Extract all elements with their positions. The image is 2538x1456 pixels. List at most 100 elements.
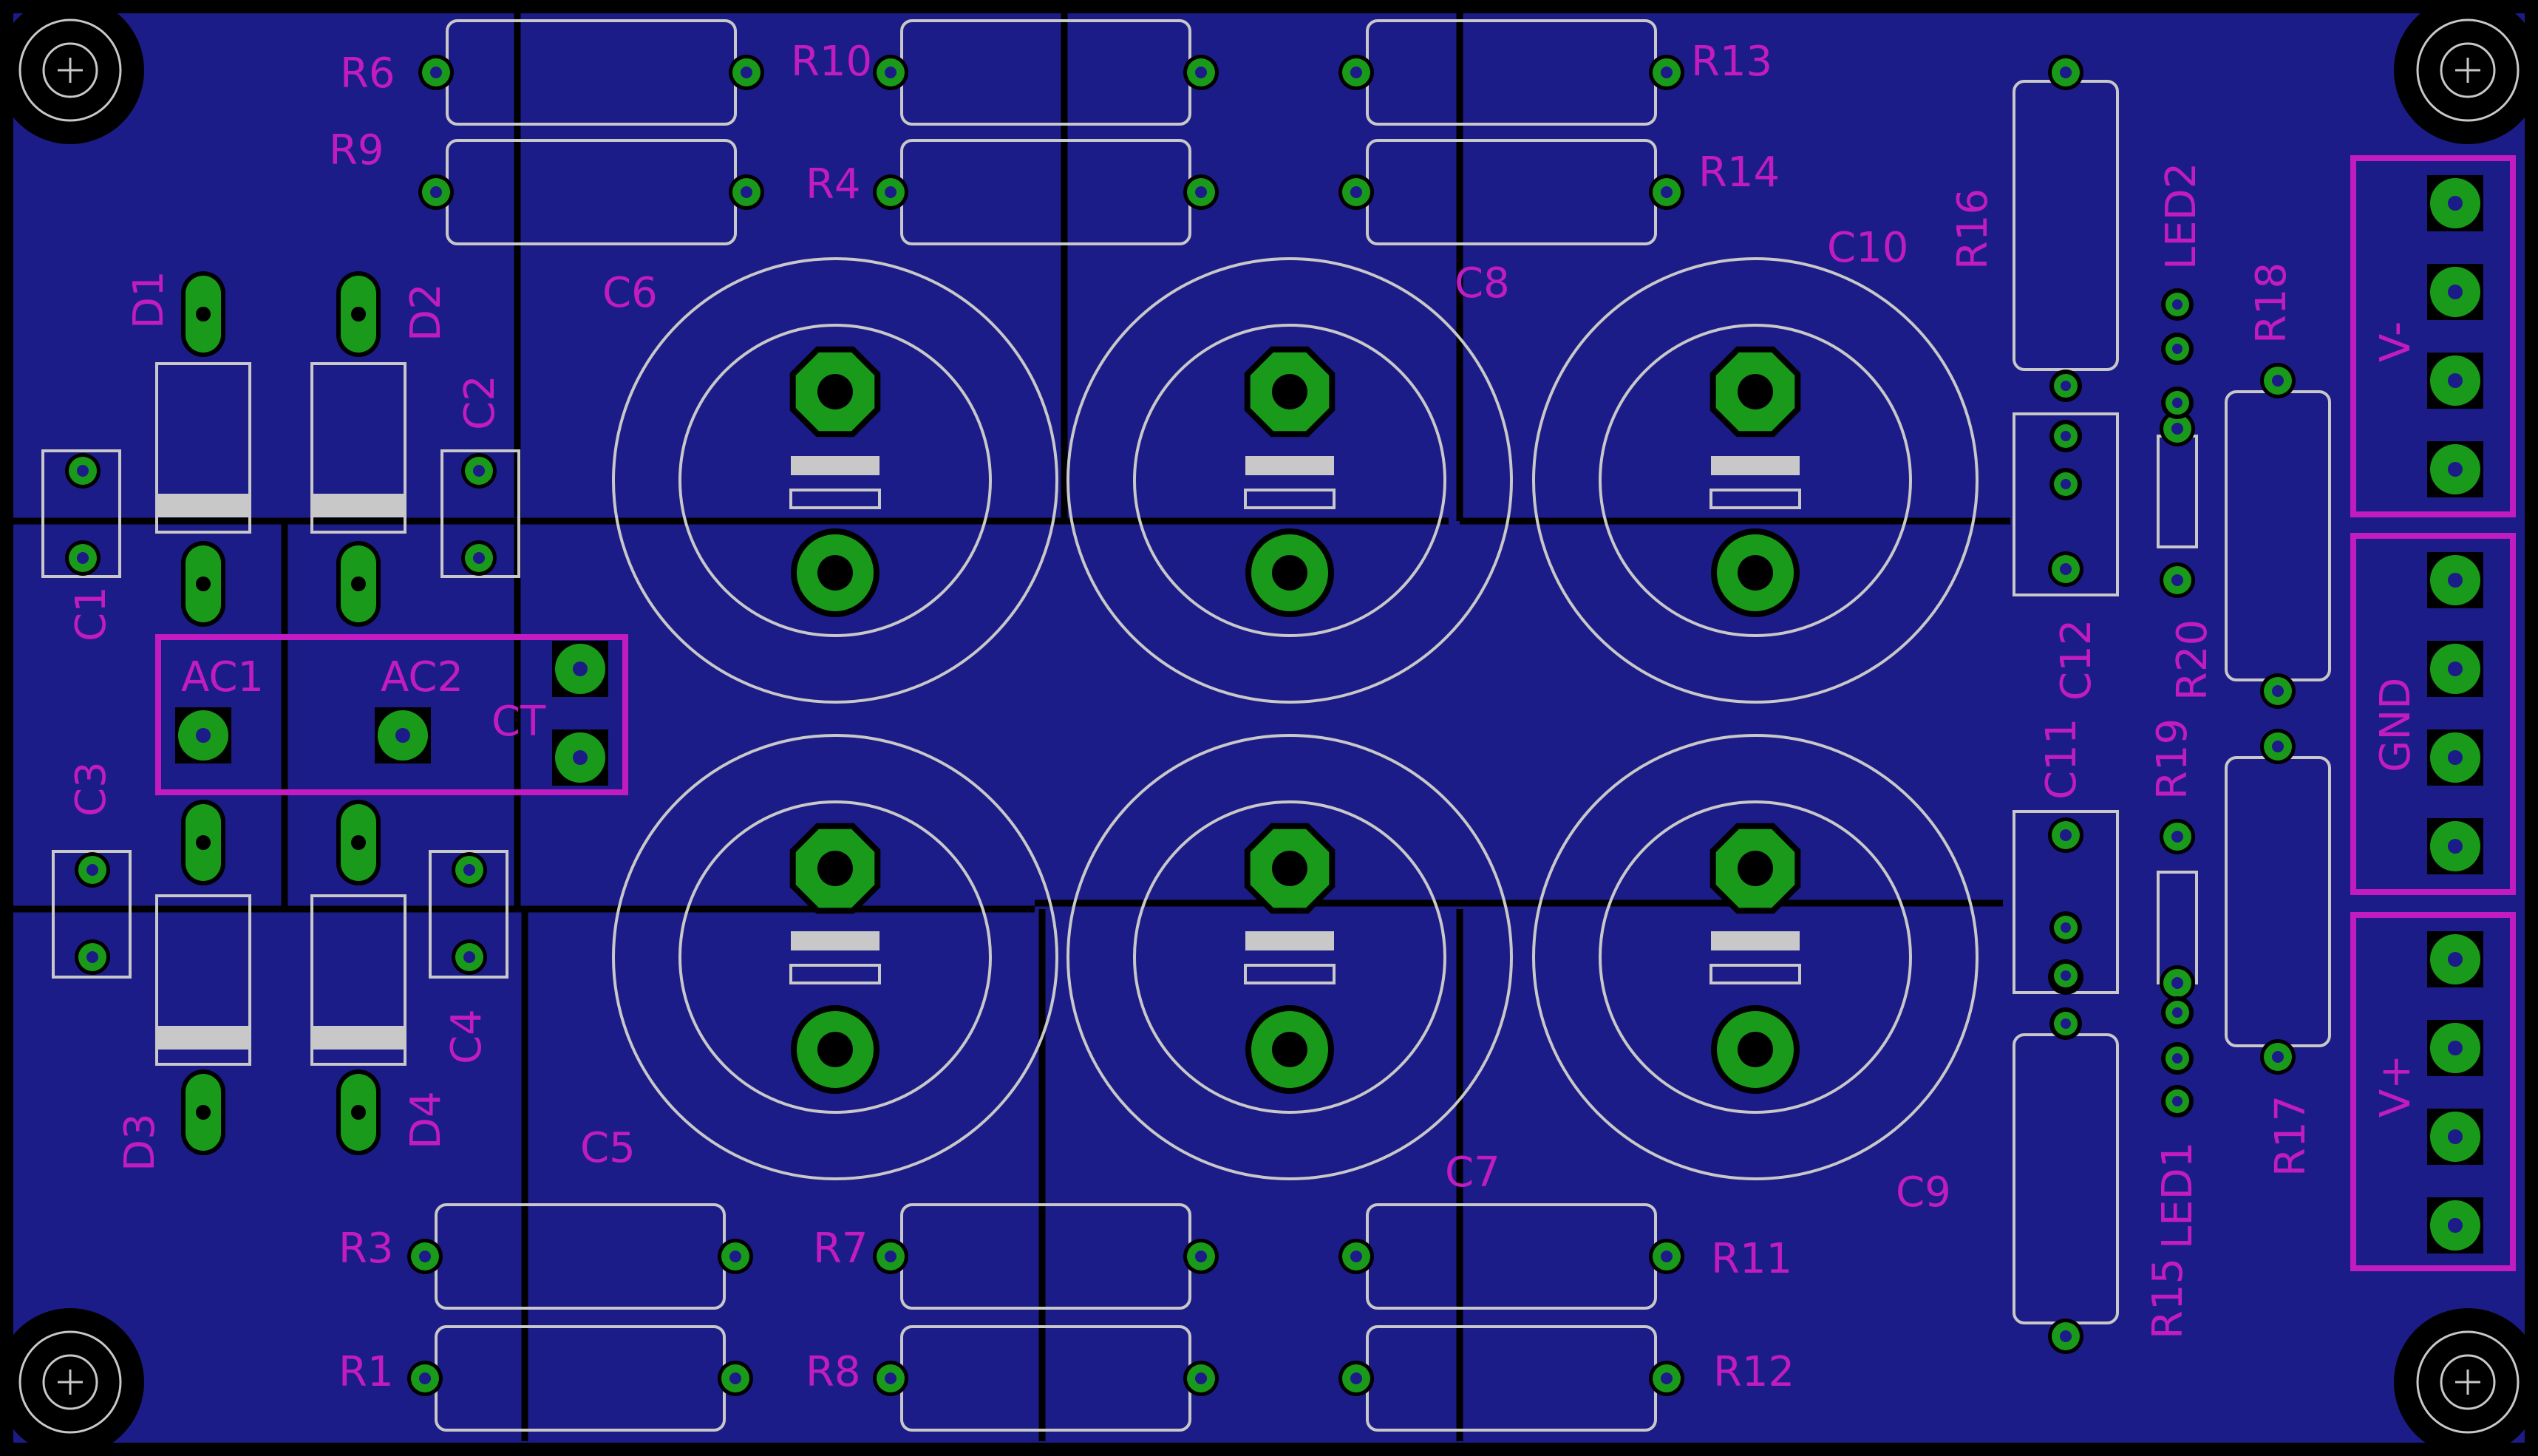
pad-drill (2060, 829, 2072, 841)
terminal-pad-drill (2448, 1041, 2463, 1055)
board-copper (13, 13, 2525, 1443)
label-C2: C2 (456, 375, 504, 430)
pad-drill (885, 186, 897, 198)
pad-drill (2272, 741, 2284, 752)
cap-pad-drill (1738, 1032, 1773, 1067)
label-C3: C3 (67, 761, 115, 817)
label-R16: R16 (1949, 188, 1997, 270)
label-R18: R18 (2248, 262, 2296, 344)
label-R10: R10 (791, 38, 872, 86)
led-pad-drill (2172, 398, 2183, 408)
label-GND: GND (2372, 678, 2420, 772)
label-C8: C8 (1455, 259, 1510, 307)
cap-pad-drill (1272, 1032, 1307, 1067)
led-pad-drill (2172, 1007, 2183, 1018)
cap-pad-drill (817, 1032, 853, 1067)
cap-pad-drill (1272, 851, 1307, 886)
diode-pad-drill (196, 307, 211, 322)
label-D3: D3 (116, 1113, 164, 1171)
diode-pad-drill (351, 835, 366, 850)
pad-drill (2171, 831, 2183, 843)
label-D2: D2 (402, 283, 450, 341)
label-R13: R13 (1691, 38, 1772, 86)
pad-drill (885, 1251, 897, 1262)
label-R7: R7 (813, 1225, 868, 1273)
diode-pad-drill (196, 1105, 211, 1120)
connector-outlines (155, 155, 2516, 1271)
pad-drill (430, 67, 442, 78)
label-C5: C5 (580, 1124, 636, 1172)
diode-pad-drill (351, 1105, 366, 1120)
terminal-pad-drill (2448, 285, 2463, 299)
cap-pad-drill (817, 851, 853, 886)
label-LED1: LED1 (2154, 1142, 2202, 1249)
pad-drill (2272, 685, 2284, 697)
label-D1: D1 (125, 271, 173, 329)
led-pad-drill (2061, 922, 2071, 933)
label-R15: R15 (2144, 1258, 2192, 1339)
pad-drill (885, 67, 897, 78)
cap-pad-drill (1738, 555, 1773, 591)
component-labels: R6 R9 R10 R4 R13 R14 C6 C8 C10 R16 LED2 … (67, 38, 2420, 1396)
diode-pad-drill (196, 576, 211, 591)
pad-drill (2272, 375, 2284, 387)
led-pad-drill (2172, 344, 2183, 354)
pad-drill (741, 67, 752, 78)
pad-drill (430, 186, 442, 198)
pad-drill (1661, 1372, 1673, 1384)
cap-pad-drill (817, 555, 853, 591)
led-pad-drill (2061, 1018, 2071, 1029)
cap-pad-drill (1272, 555, 1307, 591)
label-C10: C10 (1827, 224, 1908, 272)
led-pad-drill (2061, 479, 2071, 489)
cap-pad-drill (1738, 851, 1773, 886)
led-pad-drill (2172, 1053, 2183, 1064)
label-R6: R6 (340, 50, 395, 98)
diode-pad-drill (351, 576, 366, 591)
label-R17: R17 (2267, 1095, 2315, 1177)
label-V-plus: V+ (2372, 1055, 2420, 1117)
terminal-pad-drill (2448, 1218, 2463, 1233)
pad-drill (729, 1251, 741, 1262)
pad-drill (2171, 977, 2183, 989)
terminal-pad-drill (2448, 573, 2463, 588)
label-AC1: AC1 (181, 653, 264, 701)
led-pad-drill (2061, 970, 2071, 981)
diode-pad-drill (351, 307, 366, 322)
pad-drill (2060, 563, 2072, 575)
label-C9: C9 (1896, 1168, 1951, 1217)
pad-drill (1350, 1251, 1362, 1262)
pad-drill (419, 1372, 431, 1384)
label-R11: R11 (1711, 1235, 1792, 1283)
label-LED2: LED2 (2157, 163, 2205, 270)
led-pad-drill (2061, 381, 2071, 391)
label-CT: CT (491, 698, 546, 746)
label-C12: C12 (2052, 619, 2100, 701)
pad-drill (1661, 1251, 1673, 1262)
terminal-pad-drill (2448, 196, 2463, 211)
terminal-pad-drill (2448, 661, 2463, 676)
terminal-pad-drill (2448, 462, 2463, 477)
label-AC2: AC2 (381, 653, 463, 701)
pad-drill (1350, 1372, 1362, 1384)
label-R8: R8 (806, 1348, 861, 1396)
cap-pad-drill (817, 374, 853, 409)
terminal-pad-drill (395, 728, 410, 743)
label-C11: C11 (2038, 718, 2086, 800)
diode-pad-drill (196, 835, 211, 850)
label-R3: R3 (338, 1225, 394, 1273)
terminal-pad-drill (2448, 1129, 2463, 1144)
label-R1: R1 (338, 1348, 394, 1396)
led-pad-drill (2172, 1096, 2183, 1106)
pad-drill (77, 465, 89, 477)
led-pad-drill (2172, 299, 2183, 310)
pad-drill (1195, 1372, 1207, 1384)
label-R14: R14 (1698, 149, 1780, 197)
cap-pad-drill (1272, 374, 1307, 409)
pad-drill (1661, 186, 1673, 198)
pad-drill (2060, 1330, 2072, 1342)
label-R9: R9 (329, 126, 384, 174)
label-V-minus: V- (2372, 322, 2420, 362)
